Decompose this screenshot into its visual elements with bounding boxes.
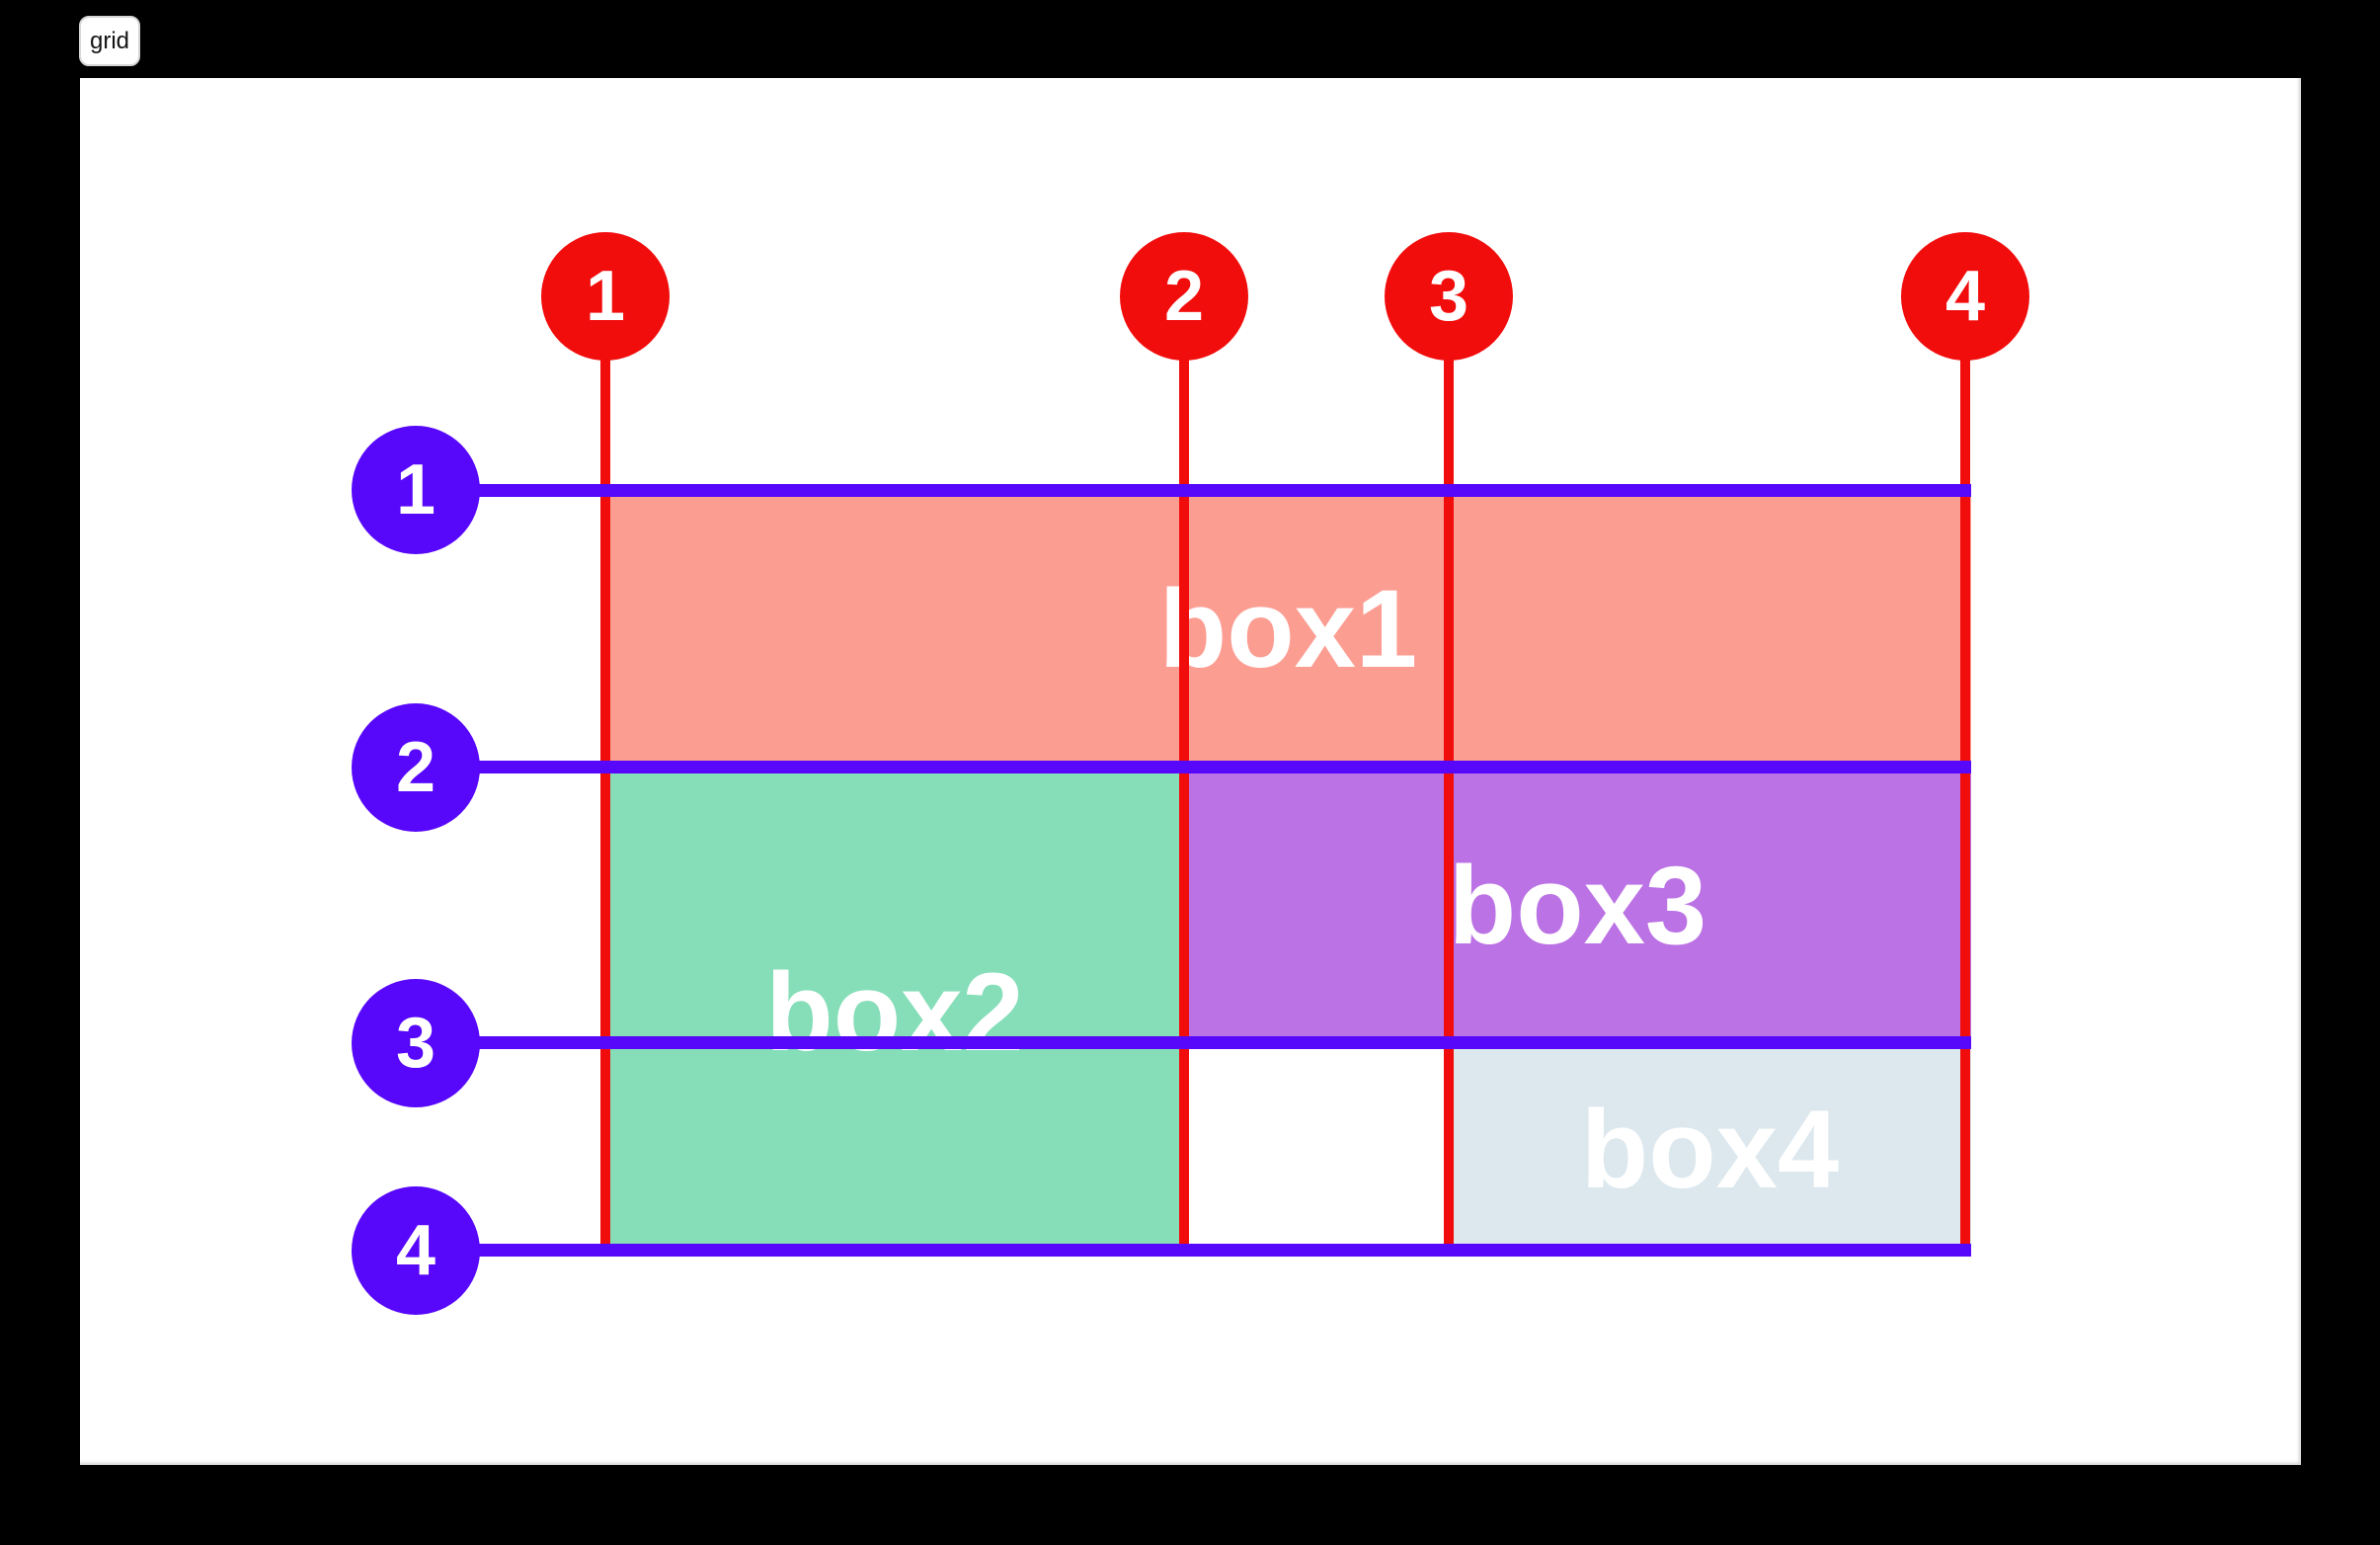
grid-item-box2: box2	[605, 768, 1184, 1257]
box1-label: box1	[1158, 566, 1418, 691]
column-line-3	[1444, 296, 1454, 1257]
row-line-2	[416, 761, 1971, 773]
column-marker-4: 4	[1901, 232, 2029, 361]
column-marker-3: 3	[1385, 232, 1513, 361]
row-marker-4-number: 4	[395, 1211, 436, 1290]
row-line-4	[416, 1244, 1971, 1257]
grid-item-box3: box3	[1184, 768, 1971, 1043]
column-marker-3-number: 3	[1428, 257, 1469, 336]
row-line-3	[416, 1036, 1971, 1049]
row-marker-3-number: 3	[395, 1004, 436, 1083]
column-marker-1-number: 1	[585, 257, 626, 336]
row-marker-2: 2	[352, 703, 480, 832]
row-marker-1: 1	[352, 426, 480, 554]
column-marker-4-number: 4	[1944, 257, 1986, 336]
column-line-2	[1179, 296, 1189, 1257]
column-line-1	[600, 296, 610, 1257]
row-marker-1-number: 1	[395, 450, 436, 529]
column-marker-2: 2	[1120, 232, 1248, 361]
box4-label: box4	[1580, 1088, 1840, 1211]
row-marker-4: 4	[352, 1186, 480, 1315]
row-marker-3: 3	[352, 979, 480, 1107]
box3-label: box3	[1448, 843, 1707, 967]
column-marker-1: 1	[541, 232, 670, 361]
grid-item-box1: box1	[605, 490, 1971, 768]
row-line-1	[416, 484, 1971, 497]
grid-item-box4: box4	[1449, 1043, 1971, 1257]
grid-badge[interactable]: grid	[79, 16, 141, 66]
column-line-4	[1960, 296, 1970, 1257]
row-marker-2-number: 2	[395, 728, 436, 807]
box2-label: box2	[765, 949, 1024, 1074]
column-marker-2-number: 2	[1163, 257, 1205, 336]
grid-badge-label: grid	[90, 27, 130, 54]
